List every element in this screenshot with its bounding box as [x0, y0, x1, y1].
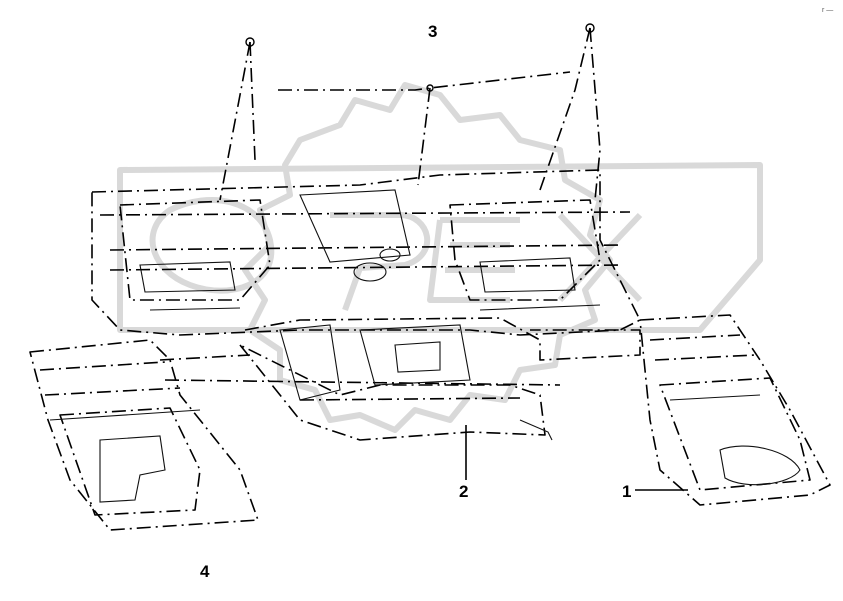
part-3-rear-floor	[91, 23, 641, 336]
part-4-left-floor-panel	[29, 339, 259, 531]
callout-4: 4	[200, 562, 210, 581]
callout-2: 2	[459, 482, 468, 501]
leaders	[465, 425, 688, 491]
corner-mark: r —	[822, 7, 833, 14]
callout-3: 3	[428, 22, 437, 41]
part-1-right-floor-panel	[639, 314, 831, 506]
callout-1: 1	[622, 482, 631, 501]
part-2-center-floor	[159, 317, 641, 441]
watermark	[117, 82, 763, 433]
